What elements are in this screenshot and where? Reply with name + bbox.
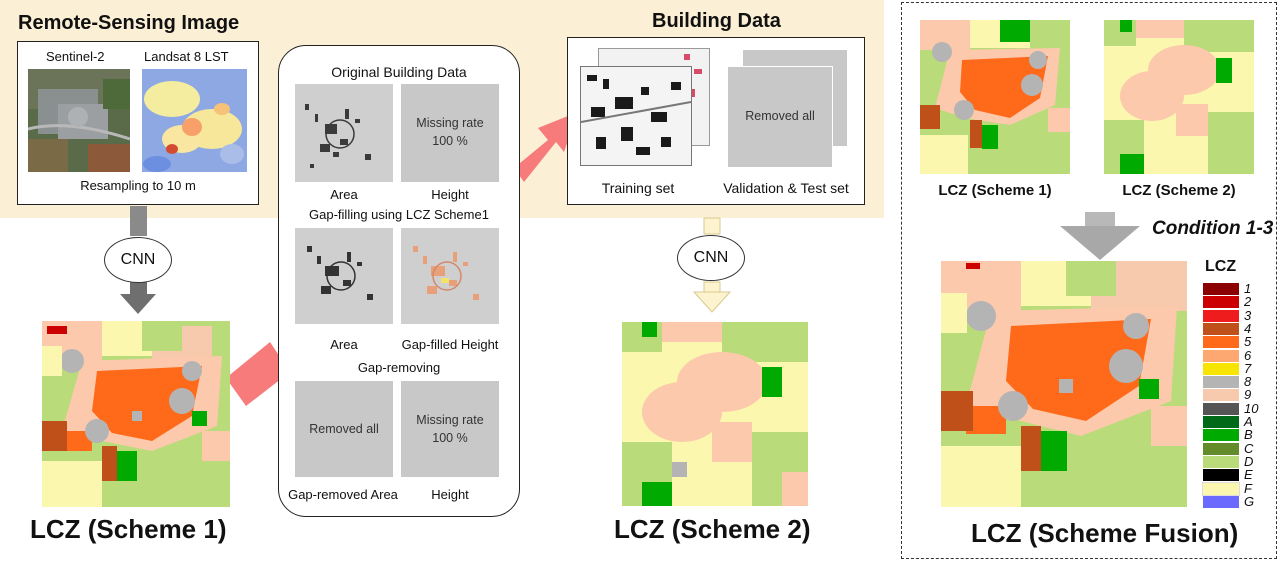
sentinel-label: Sentinel-2 bbox=[46, 49, 105, 64]
legend-swatch bbox=[1203, 389, 1239, 402]
legend-label: B bbox=[1244, 427, 1253, 443]
gap-filled-height-label: Gap-filled Height bbox=[401, 337, 499, 352]
gap-filled-height-image bbox=[401, 228, 499, 324]
legend-label: 2 bbox=[1244, 294, 1252, 310]
fusion-arrow-icon bbox=[1060, 226, 1140, 260]
big-arrow-icon bbox=[514, 112, 578, 182]
gap-removing-title: Gap-removing bbox=[357, 360, 441, 375]
legend-swatch bbox=[1203, 416, 1239, 428]
legend-swatch bbox=[1203, 429, 1239, 442]
legend-label: D bbox=[1244, 453, 1254, 469]
legend-label: F bbox=[1244, 480, 1252, 496]
building-data-title: Building Data bbox=[652, 10, 781, 32]
legend-swatch bbox=[1203, 322, 1239, 335]
missing-rate-value-2: 100 % bbox=[432, 431, 468, 445]
gap-removed-area-tile: Removed all bbox=[295, 381, 393, 477]
beige-down-arrow-icon bbox=[692, 291, 732, 313]
resample-label: Resampling to 10 m bbox=[80, 178, 196, 193]
original-title: Original Building Data bbox=[331, 64, 467, 80]
legend-swatch bbox=[1203, 309, 1239, 322]
height-label: Height bbox=[431, 187, 469, 202]
lcz-fusion-map bbox=[941, 261, 1187, 507]
lcz-scheme1-map bbox=[42, 321, 230, 507]
removed-all-text: Removed all bbox=[309, 422, 379, 436]
area-image bbox=[295, 84, 393, 182]
fusion-scheme2-map bbox=[1104, 20, 1254, 174]
missing-rate-text: Missing rate bbox=[416, 116, 484, 130]
legend-swatch bbox=[1203, 402, 1239, 415]
fusion-scheme2-label: LCZ (Scheme 2) bbox=[1122, 182, 1236, 199]
legend-label: 8 bbox=[1244, 374, 1252, 390]
missing-rate-value: 100 % bbox=[432, 134, 468, 148]
legend-label: 9 bbox=[1244, 387, 1252, 403]
legend-label: E bbox=[1244, 467, 1253, 483]
fusion-title: LCZ (Scheme Fusion) bbox=[971, 518, 1239, 548]
down-arrow-icon bbox=[120, 294, 156, 314]
area-label: Area bbox=[330, 187, 358, 202]
gap-removed-height-label: Height bbox=[431, 487, 469, 502]
legend-label: 10 bbox=[1244, 400, 1259, 416]
building-data-box: Removed all Training set Validation & Te… bbox=[567, 37, 865, 205]
lcz-scheme2-map bbox=[622, 322, 808, 506]
legend-swatch bbox=[1202, 481, 1240, 496]
fusion-scheme1-map bbox=[920, 20, 1070, 174]
scheme1-title: LCZ (Scheme 1) bbox=[30, 514, 227, 544]
landsat-label: Landsat 8 LST bbox=[144, 49, 229, 64]
legend-label: 6 bbox=[1244, 347, 1252, 363]
sentinel-image bbox=[28, 69, 130, 172]
fusion-panel bbox=[901, 2, 1277, 559]
validation-set-tile: Removed all bbox=[727, 66, 833, 168]
condition-label: Condition 1-3 bbox=[1152, 218, 1274, 239]
legend-label: G bbox=[1244, 493, 1255, 509]
gap-removed-height-tile: Missing rate 100 % bbox=[401, 381, 499, 477]
legend-swatch bbox=[1203, 336, 1239, 349]
legend-swatch bbox=[1203, 296, 1239, 309]
fusion-scheme1-label: LCZ (Scheme 1) bbox=[938, 182, 1052, 199]
landsat-image bbox=[142, 69, 247, 172]
legend-label: C bbox=[1244, 440, 1254, 456]
building-processing-panel: Original Building Data Missing rate 100 … bbox=[278, 45, 520, 517]
cnn-node-center: CNN bbox=[677, 235, 745, 281]
training-set-label: Training set bbox=[601, 180, 675, 196]
gap-filled-area-image bbox=[295, 228, 393, 324]
legend-swatch bbox=[1203, 495, 1239, 508]
missing-rate-text-2: Missing rate bbox=[416, 413, 484, 427]
remote-sensing-title: Remote-Sensing Image bbox=[18, 12, 240, 34]
remote-sensing-box: Sentinel-2 Landsat 8 LST Resampl bbox=[17, 41, 259, 205]
legend-swatch bbox=[1203, 455, 1239, 468]
legend-label: 7 bbox=[1244, 360, 1252, 376]
legend-label: 5 bbox=[1244, 334, 1252, 350]
training-set-image bbox=[580, 66, 692, 166]
scheme2-title: LCZ (Scheme 2) bbox=[614, 514, 811, 544]
legend-swatch bbox=[1203, 362, 1239, 375]
gap-area-label: Area bbox=[330, 337, 358, 352]
gray-arrow-shaft bbox=[130, 206, 147, 236]
cnn-node-left: CNN bbox=[104, 237, 172, 283]
legend-swatch bbox=[1203, 349, 1239, 362]
gap-removed-area-label: Gap-removed Area bbox=[288, 487, 398, 502]
legend-label: 4 bbox=[1244, 320, 1252, 336]
legend-label: 1 bbox=[1244, 281, 1252, 296]
legend-swatch bbox=[1203, 469, 1239, 482]
legend-label: 3 bbox=[1244, 307, 1252, 323]
building-removed-all-text: Removed all bbox=[745, 109, 815, 123]
connector-band bbox=[226, 342, 290, 406]
legend-swatch bbox=[1203, 283, 1239, 295]
legend-swatch bbox=[1203, 376, 1239, 389]
validation-set-label: Validation & Test set bbox=[723, 180, 849, 196]
legend-label: A bbox=[1244, 414, 1253, 429]
height-missing-tile: Missing rate 100 % bbox=[401, 84, 499, 182]
legend-title: LCZ bbox=[1205, 258, 1237, 275]
legend-swatch bbox=[1203, 442, 1239, 455]
gap-filling-title: Gap-filling using LCZ Scheme1 bbox=[309, 207, 489, 222]
